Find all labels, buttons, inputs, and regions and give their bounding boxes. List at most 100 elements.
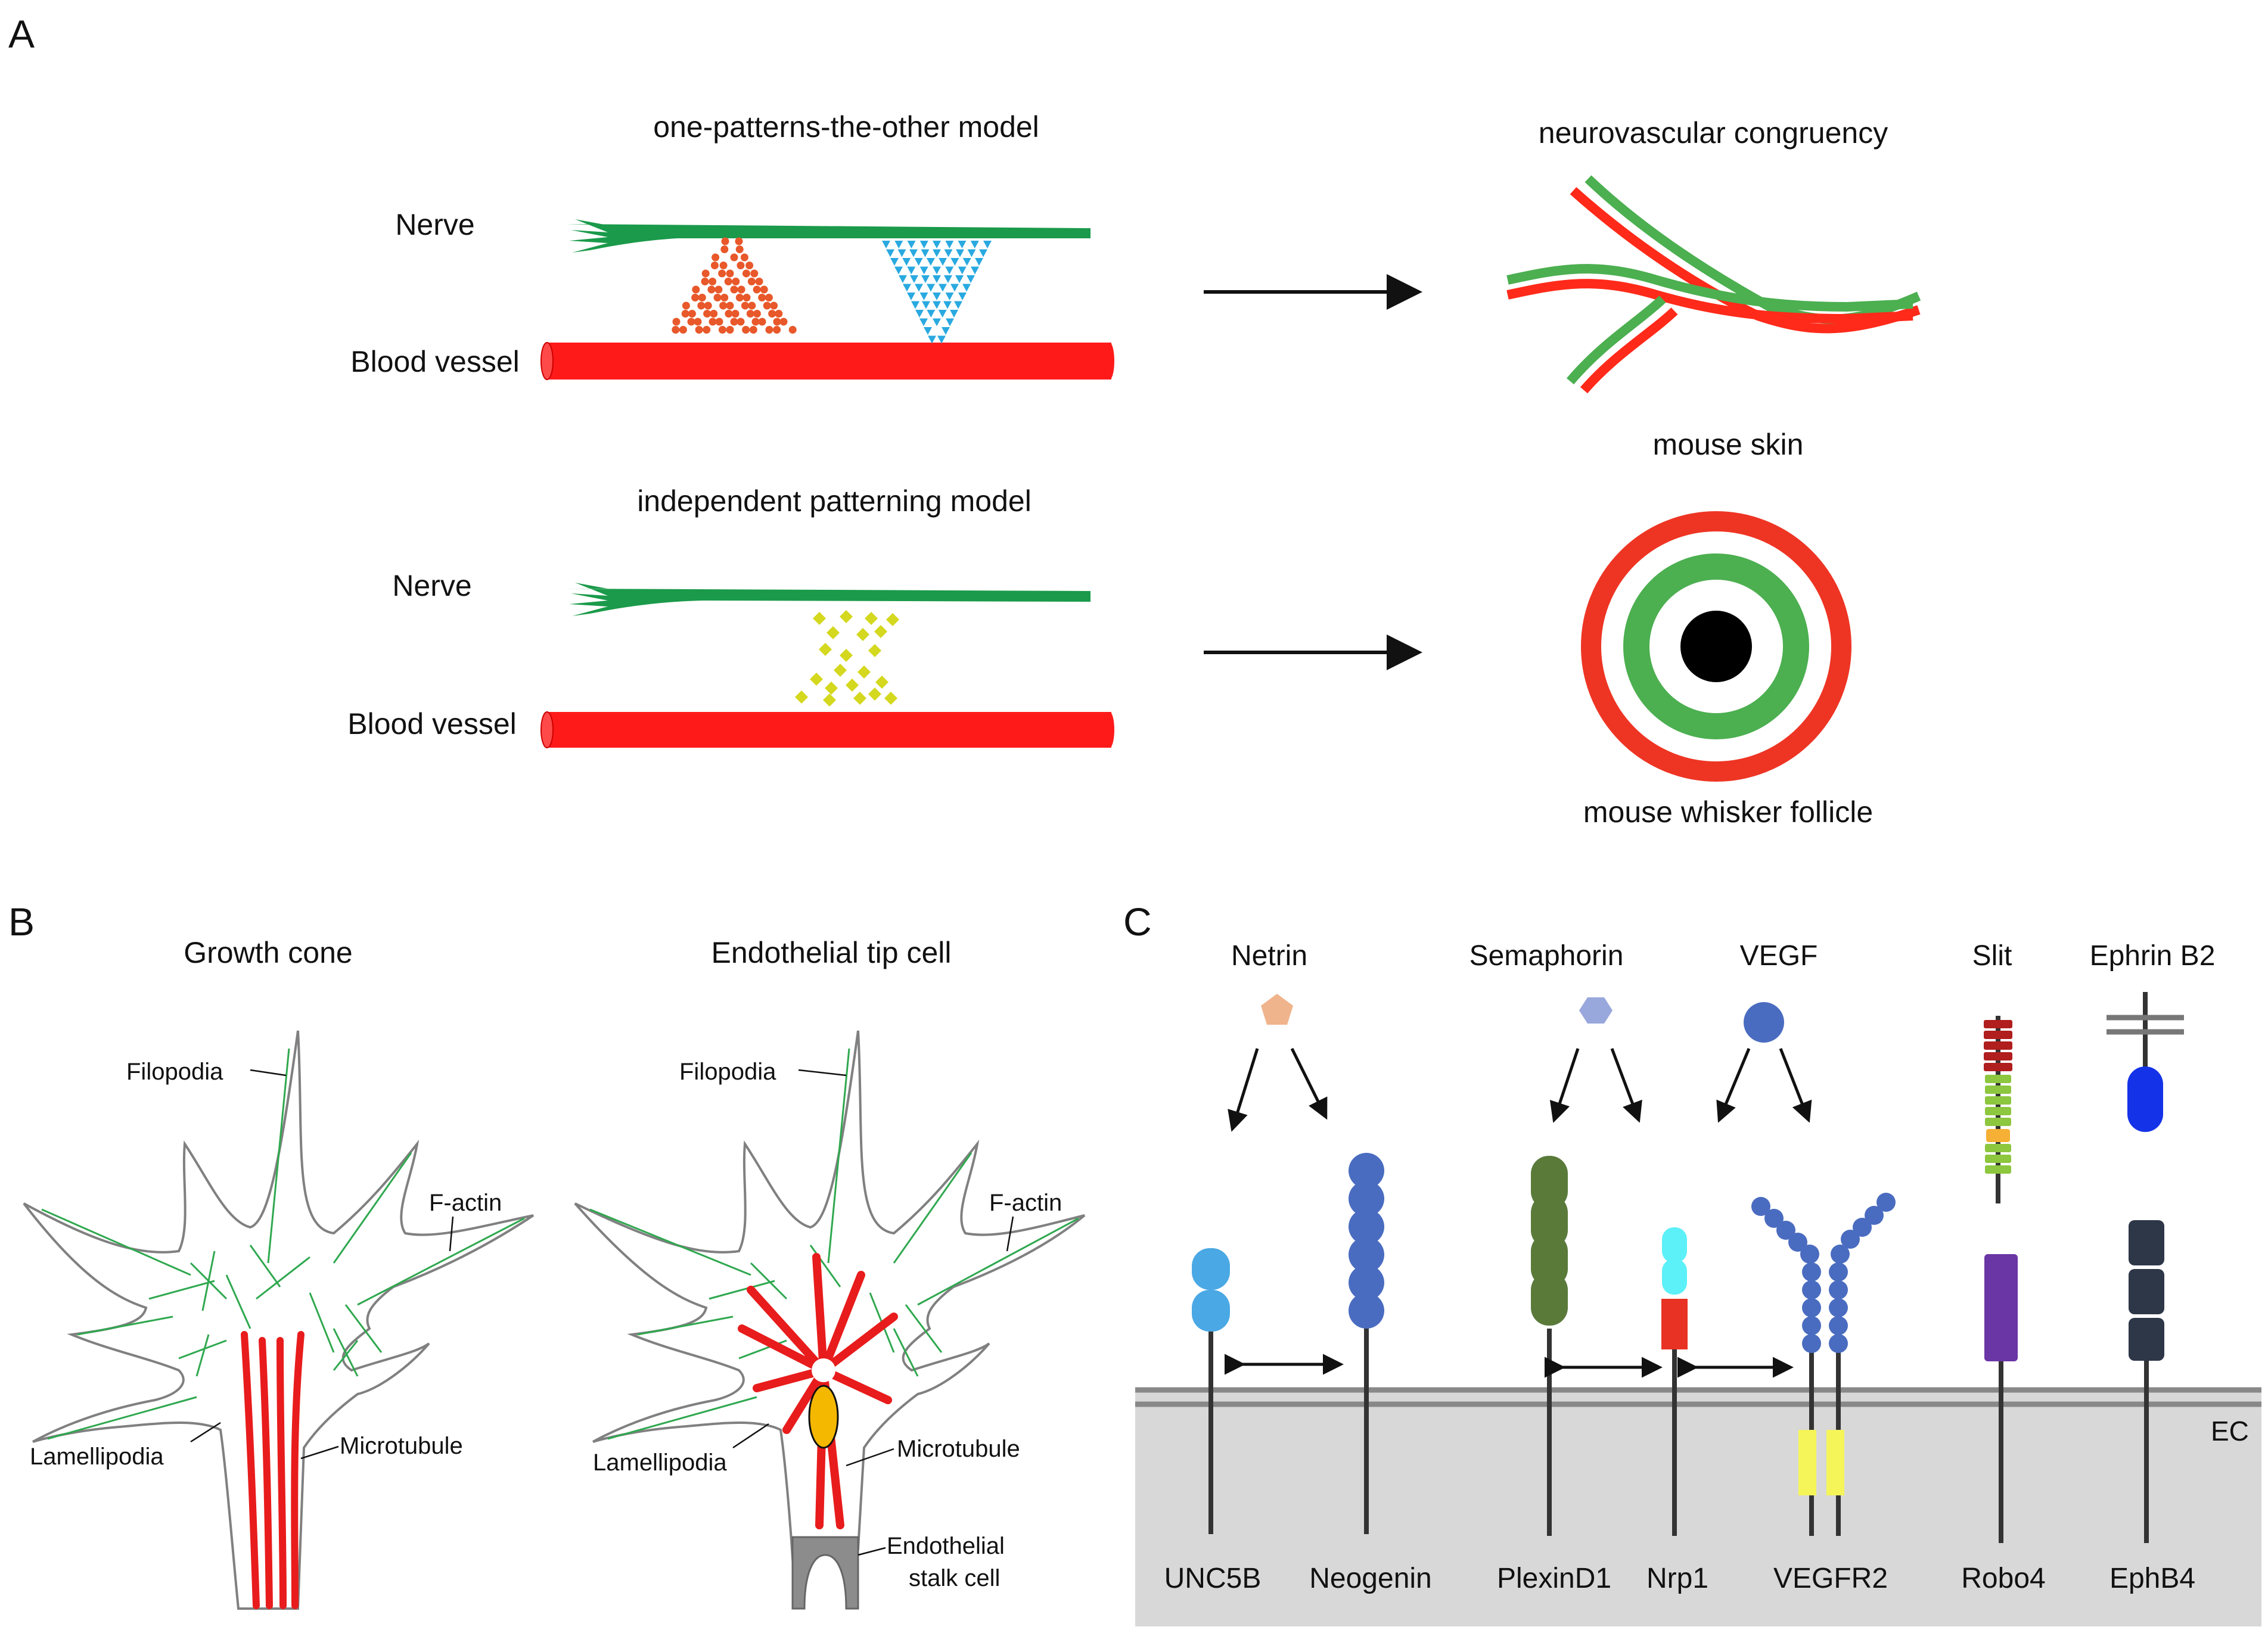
blue-triangle [911,301,919,309]
tc-stalk-label-line2: stalk cell [909,1565,1000,1591]
blue-triangle [919,241,928,248]
blue-triangle [919,293,928,300]
orange-dot [691,294,700,301]
orange-dot [775,310,783,318]
blue-triangle [937,335,946,344]
netrin-pentagon-icon [1261,994,1293,1025]
orange-dot [682,301,690,310]
blue-triangle [933,275,941,283]
blue-triangle [933,318,941,326]
orange-dot [726,326,734,334]
blue-triangle [962,258,971,266]
orange-dot [737,262,745,269]
nrp1-label: Nrp1 [1646,1563,1708,1594]
orange-dot [718,326,726,334]
tc-factin-leader [1006,1216,1014,1252]
orange-dot [712,253,720,262]
orange-dot [718,269,726,278]
blue-triangle [954,301,962,309]
yellow-diamond [868,688,881,701]
ephb4-label: EphB4 [2109,1563,2195,1594]
plexind1-label: PlexinD1 [1497,1563,1611,1594]
blue-triangle [975,258,983,266]
orange-signal-dots [672,237,797,334]
blue-triangle [950,310,958,318]
orange-dot [694,318,702,326]
vegfr2-receptor [1751,1193,1896,1536]
blue-triangle [939,284,947,292]
blue-triangle [927,310,936,318]
tc-microtubule-label: Microtubule [897,1436,1020,1462]
tc-filopodia-label: Filopodia [679,1059,776,1085]
ephrin-b2-molecule [2107,992,2184,1132]
orange-dot [710,262,719,269]
neurovascular-congruency-drawing [1506,175,1921,394]
yellow-diamond [858,665,871,679]
orange-dot [750,269,759,278]
blue-triangle [967,249,976,257]
growth-cone-title: Growth cone [184,936,352,969]
gc-factin-label: F-actin [429,1190,502,1216]
blue-triangle [958,241,967,248]
yellow-diamond [810,673,823,686]
tc-filopodia-leader [798,1069,847,1077]
robo4-label: Robo4 [1961,1563,2045,1594]
gc-lamellipodia-label: Lamellipodia [30,1444,164,1470]
orange-dot [725,310,733,318]
blue-triangle [882,241,890,248]
blue-triangle [897,249,906,257]
yellow-diamond [846,679,859,692]
panel-c: C EC Netrin Semaphorin VEGF Slit Ephrin … [1123,900,2261,1626]
top-vessel-label: Blood vessel [350,345,520,378]
orange-dot [765,326,773,334]
orange-dot [709,318,717,326]
gc-lamellipodia-leader [190,1422,221,1443]
orange-dot [721,237,729,245]
robo4-receptor [1984,1254,2018,1543]
orange-dot [748,301,756,310]
blue-triangle [945,266,954,275]
yellow-diamond [868,644,881,657]
blue-triangle [944,249,953,257]
semaphorin-label: Semaphorin [1469,940,1624,972]
orange-dot [746,310,754,318]
orange-dot [765,294,773,301]
yellow-diamond [795,691,808,704]
top-vessel [540,342,1114,380]
orange-dot [763,301,771,310]
unc5b-label: UNC5B [1164,1563,1262,1594]
blue-triangle [909,249,918,257]
blue-triangle [943,301,952,309]
orange-dot [749,326,757,334]
blue-triangle [903,284,911,292]
blue-triangle [915,284,923,292]
top-nerve-label: Nerve [395,208,474,241]
yellow-diamond [853,692,866,705]
orange-dot [735,294,744,301]
yellow-diamond [865,612,878,625]
orange-dot [779,318,788,326]
orange-dot [710,310,718,318]
blue-triangle [933,266,941,275]
gc-microtubule-label: Microtubule [340,1433,463,1459]
orange-dot [741,301,749,310]
orange-dot [730,285,738,294]
blue-triangle [926,258,935,266]
slit-molecule [1984,1016,2012,1203]
yellow-diamond [823,693,836,707]
orange-dot [715,318,723,326]
blue-triangle [890,258,899,266]
yellow-diamond [827,626,840,639]
tc-lamellipodia-leader [732,1423,769,1449]
semaphorin-hexagon-icon [1579,997,1613,1024]
orange-dot [703,310,712,318]
vegf-circle-icon [1744,1002,1784,1043]
bottom-model-title: independent patterning model [637,484,1032,518]
orange-dot [692,285,700,294]
blue-triangle [945,293,954,300]
orange-dot [755,278,763,285]
orange-dot [703,326,711,334]
blue-triangle [886,249,894,257]
orange-dot [701,278,709,285]
unc5b-receptor [1192,1248,1230,1534]
